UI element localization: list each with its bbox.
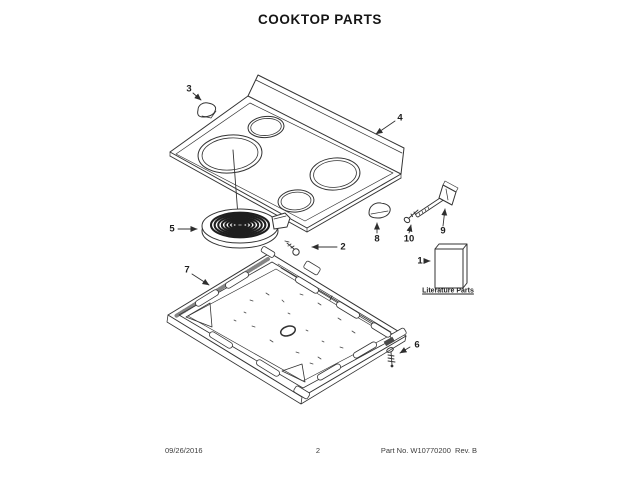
footer-part-number: Part No. W10770200 Rev. B (380, 446, 477, 455)
base-pan (166, 246, 407, 405)
callout-leaders (177, 92, 448, 354)
footer-page-number: 2 (315, 446, 321, 455)
burner-ring-large-right (309, 157, 361, 191)
burner-ring-large-left (197, 134, 263, 174)
backsplash (247, 74, 405, 175)
page-title: COOKTOP PARTS (257, 12, 383, 27)
burner-ring-small-front (277, 189, 315, 213)
mounting-clip-top (197, 102, 217, 119)
callout-10: 10 (403, 233, 415, 245)
burner-to-coil-leader (232, 149, 241, 217)
literature-booklet (434, 243, 468, 289)
screw-6 (386, 347, 396, 368)
screw-mount-clip (383, 336, 395, 347)
coil-terminal-bracket (271, 212, 291, 230)
literature-parts-label: Literature Parts (422, 287, 474, 295)
screw-10 (403, 209, 419, 224)
callout-4: 4 (397, 112, 403, 124)
pan-center-hole (279, 325, 297, 337)
element-support-rod (415, 180, 459, 218)
screw-2 (284, 240, 300, 256)
support-knob (368, 202, 391, 219)
cooktop-glass-surface (169, 74, 405, 233)
radiant-coil-element (201, 208, 291, 249)
callout-7: 7 (184, 264, 190, 276)
callout-1: 1 (417, 255, 423, 267)
callout-9: 9 (440, 225, 446, 237)
callout-5: 5 (169, 223, 175, 235)
pan-slots (195, 271, 392, 381)
callout-6: 6 (414, 339, 420, 351)
callout-2: 2 (340, 241, 346, 253)
footer-date: 09/26/2016 (165, 446, 203, 455)
callout-3: 3 (186, 83, 192, 95)
callout-8: 8 (374, 233, 380, 245)
burner-ring-small-rear (247, 115, 285, 139)
